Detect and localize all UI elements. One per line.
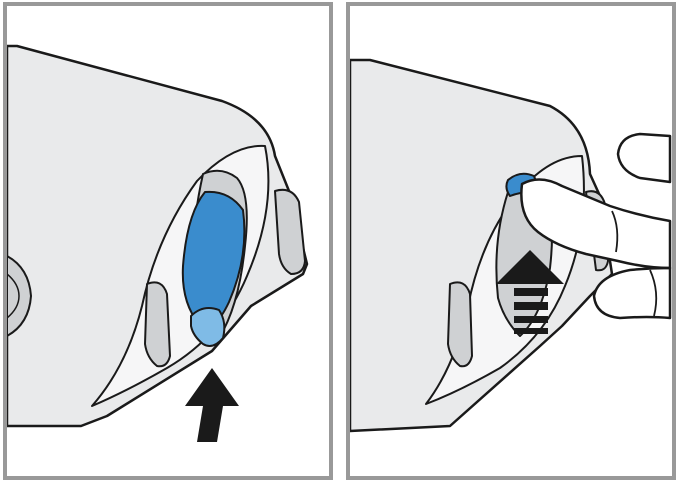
solid-up-arrow-icon <box>185 368 239 442</box>
latch-tab <box>190 307 226 347</box>
step-2-panel <box>346 2 676 480</box>
side-knob-inner <box>7 273 20 319</box>
device-housing <box>350 58 614 433</box>
housing-ridge-left <box>447 281 473 368</box>
finger-knuckle-line <box>611 210 619 253</box>
housing-ridge-left <box>144 281 171 368</box>
finger-joint-line <box>649 269 658 317</box>
housing-ridge-right <box>274 188 306 275</box>
device-housing <box>7 44 309 428</box>
step-1-illustration <box>7 44 309 442</box>
finger-press-icon <box>520 178 672 270</box>
step-2-illustration <box>350 58 672 433</box>
striped-up-arrow-icon <box>496 250 564 334</box>
step-1-panel <box>3 2 333 480</box>
thumb-top <box>616 132 672 184</box>
fingers-bottom <box>592 266 672 320</box>
